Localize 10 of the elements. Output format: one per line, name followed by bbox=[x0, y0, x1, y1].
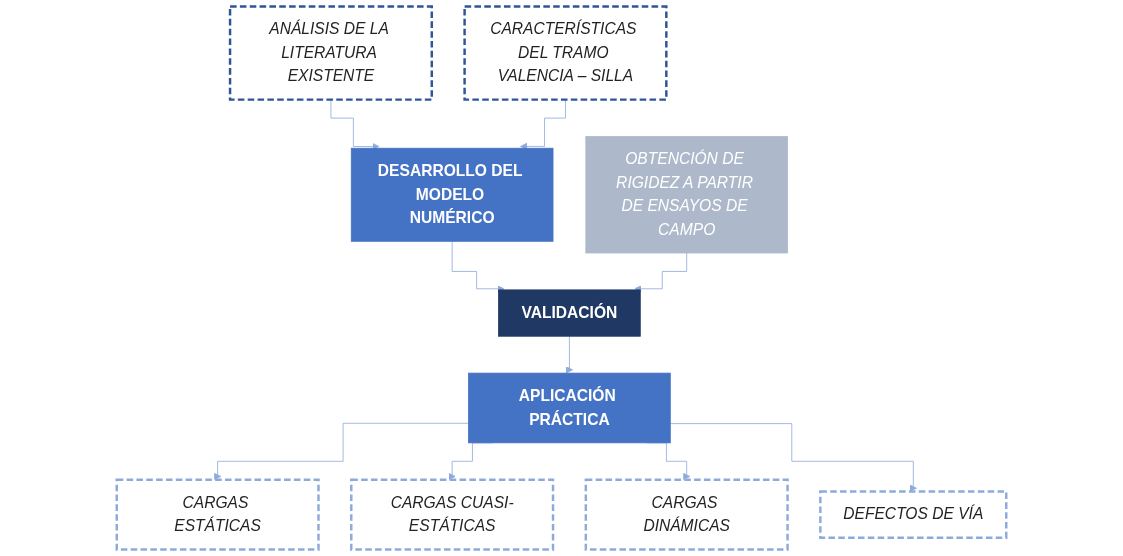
node-box: CARACTERÍSTICAS DEL TRAMO VALENCIA – SILLA bbox=[463, 5, 668, 101]
node-box: VALIDACIÓN bbox=[498, 289, 641, 337]
node-box: ANÁLISIS DE LA LITERATURA EXISTENTE bbox=[228, 5, 434, 101]
node-box: CARGAS DINÁMICAS bbox=[584, 478, 789, 551]
node-box: APLICACIÓN PRÁCTICA bbox=[468, 372, 671, 444]
node-box: DEFECTOS DE VÍA bbox=[819, 490, 1008, 539]
node-box: DESARROLLO DEL MODELO NUMÉRICO bbox=[350, 147, 554, 242]
node-box: CARGAS CUASI-ESTÁTICAS bbox=[350, 478, 555, 551]
node-box: CARGAS ESTÁTICAS bbox=[115, 478, 320, 551]
node-box: OBTENCIÓN DE RIGIDEZ A PARTIR DE ENSAYOS DE CAMPO bbox=[585, 136, 788, 254]
